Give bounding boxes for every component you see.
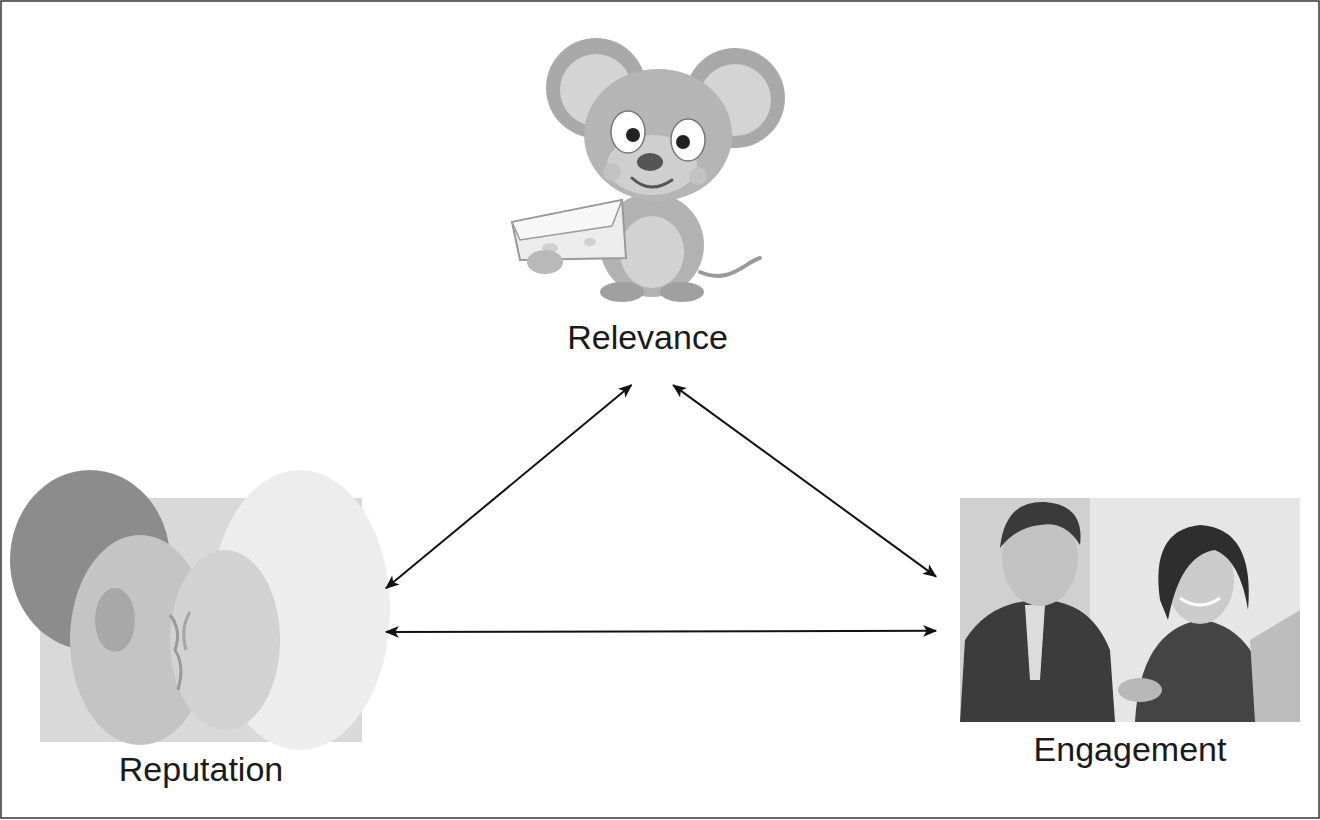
double-arrow (386, 631, 936, 632)
double-arrow (386, 385, 631, 588)
node-label: Relevance (487, 318, 808, 357)
node-label: Engagement (952, 730, 1308, 769)
business-photo (960, 498, 1300, 722)
illustrated-node: Relevance (487, 30, 808, 357)
mouse-cartoon (512, 38, 785, 302)
double-arrow (673, 385, 936, 577)
couple-photo (10, 470, 390, 750)
illustrated-node: Engagement (952, 498, 1308, 769)
illustrated-node: Reputation (32, 498, 370, 789)
node-label: Reputation (32, 750, 370, 789)
